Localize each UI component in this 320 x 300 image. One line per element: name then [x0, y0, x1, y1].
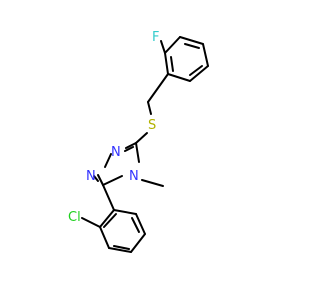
bond — [93, 175, 99, 182]
bond — [103, 213, 117, 228]
triazole-ring — [93, 142, 164, 187]
bond — [104, 153, 112, 168]
fluorine-atom-label: F — [152, 30, 159, 45]
bond — [102, 184, 115, 211]
bond — [130, 233, 146, 253]
bond — [108, 247, 132, 253]
bond — [189, 65, 203, 76]
bond — [131, 217, 140, 233]
bond — [102, 175, 123, 186]
bond — [164, 52, 169, 75]
fluorophenyl-ring — [160, 36, 209, 82]
bond — [189, 65, 209, 82]
bond — [99, 209, 115, 228]
chlorine-atom-label: Cl — [68, 210, 81, 225]
bond — [147, 73, 169, 103]
bond — [164, 36, 181, 54]
chlorophenyl-ring — [81, 184, 146, 253]
bond — [160, 40, 166, 54]
bond — [202, 43, 209, 67]
bond — [184, 43, 200, 49]
bond — [81, 217, 101, 228]
bond — [99, 226, 110, 249]
bond — [147, 101, 152, 115]
molecule-canvas: F S N N N Cl — [68, 30, 209, 253]
bond — [167, 73, 191, 82]
bond — [124, 146, 134, 152]
molecule-structure: F S N N N Cl — [68, 30, 209, 253]
nitrogen-atom-label: N — [129, 169, 139, 184]
bond — [135, 213, 146, 235]
bond — [125, 142, 137, 149]
bond — [135, 132, 148, 144]
bond — [141, 179, 164, 187]
bond — [135, 142, 140, 163]
bond — [97, 174, 104, 186]
bond — [113, 245, 130, 250]
nitrogen-atom-label: N — [86, 169, 96, 184]
nitrogen-atom-label: N — [111, 145, 121, 160]
bond — [170, 56, 174, 72]
bond — [113, 209, 137, 215]
sulfur-atom-label: S — [148, 118, 156, 133]
bond — [179, 36, 204, 45]
